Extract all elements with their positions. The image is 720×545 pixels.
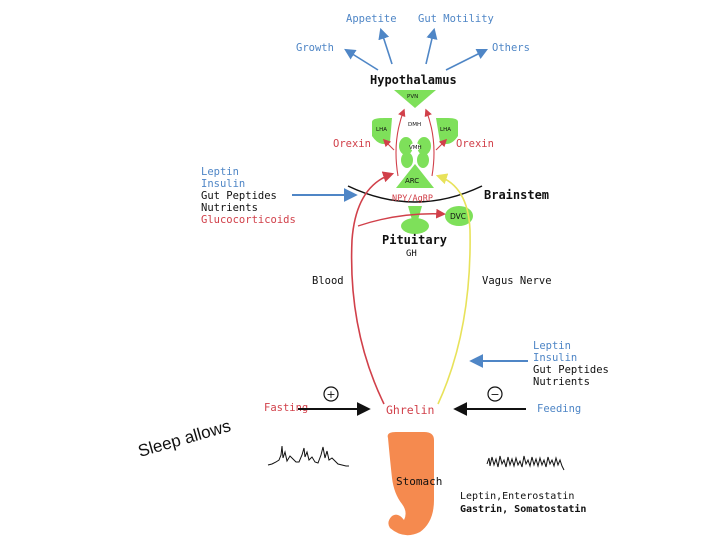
arc-label: ARC: [405, 177, 419, 185]
sleep-allows-text: Sleep allows: [136, 416, 233, 461]
right-signal-gut-peptides: Gut Peptides: [533, 364, 609, 376]
lha-left-nucleus: [372, 118, 392, 144]
vmh-left-lower: [401, 152, 413, 168]
brain-boundary-curve: [347, 185, 483, 203]
fasting-label: Fasting: [264, 402, 308, 414]
target-gut-motility: Gut Motility: [418, 13, 494, 25]
fasting-ghrelin-waveform: [267, 445, 349, 467]
signal-glucocorticoids: Glucocorticoids: [201, 214, 296, 226]
arrow-to-gut-motility: [425, 27, 438, 65]
arc-to-pvn-arrow-left: [395, 108, 406, 177]
stomach-peptide-line-2: Gastrin, Somatostatin: [460, 503, 586, 515]
pituitary-gland: [401, 218, 429, 234]
arrow-to-growth: [344, 48, 379, 71]
right-signal-leptin: Leptin: [533, 340, 571, 352]
blood-label: Blood: [312, 275, 344, 287]
pituitary-label: Pituitary: [382, 233, 447, 247]
vmh-right-lobe: [417, 137, 431, 155]
dmh-label: DMH: [408, 122, 421, 128]
vmh-left-lobe: [399, 137, 413, 155]
plus-sign-circle: [323, 386, 339, 402]
right-signal-insulin: Insulin: [533, 352, 577, 364]
pvn-label: PVN: [407, 94, 418, 100]
lha-right-nucleus: [436, 118, 458, 144]
pituitary-stalk: [408, 206, 422, 220]
signal-insulin: Insulin: [201, 178, 245, 190]
pvn-nucleus: [394, 90, 436, 108]
arc-nucleus: [396, 164, 434, 188]
arrow-to-others: [445, 48, 489, 71]
feeding-ghrelin-waveform: [486, 455, 565, 471]
signal-nutrients: Nutrients: [201, 202, 258, 214]
stomach-peptide-line-1: Leptin,Enterostatin: [460, 491, 574, 502]
orexin-left-label: Orexin: [333, 138, 371, 150]
brainstem-label: Brainstem: [484, 188, 549, 202]
npy-agrp-label: NPY/AgRP: [392, 194, 433, 204]
plus-sign: +: [326, 388, 335, 401]
arc-to-lha-arrow-right: [435, 138, 448, 151]
blood-route-to-dvc: [357, 208, 446, 227]
lha-left-label: LHA: [376, 127, 387, 133]
minus-sign-circle: [487, 386, 503, 402]
dvc-label: DVC: [450, 212, 466, 221]
vagus-route: [435, 173, 471, 405]
vmh-right-lower: [417, 152, 429, 168]
vmh-center: [410, 143, 420, 151]
arrow-to-appetite: [378, 27, 393, 65]
target-others: Others: [492, 42, 530, 54]
ghrelin-label: Ghrelin: [386, 403, 434, 417]
stomach-shape: [387, 432, 434, 536]
right-signal-nutrients: Nutrients: [533, 376, 590, 388]
orexin-right-label: Orexin: [456, 138, 494, 150]
lha-right-label: LHA: [440, 127, 451, 133]
signal-leptin: Leptin: [201, 166, 239, 178]
minus-sign: −: [490, 388, 499, 401]
arc-to-lha-arrow-left: [382, 138, 395, 151]
feeding-label: Feeding: [537, 403, 581, 415]
arc-to-pvn-arrow-right: [424, 108, 435, 177]
vagus-nerve-label: Vagus Nerve: [482, 275, 552, 287]
vmh-label: VMH: [409, 145, 422, 151]
stomach-label: Stomach: [396, 475, 442, 488]
signal-gut-peptides: Gut Peptides: [201, 190, 277, 202]
gh-label: GH: [406, 249, 417, 259]
hypothalamus-title: Hypothalamus: [370, 73, 457, 87]
target-growth: Growth: [296, 42, 334, 54]
target-appetite: Appetite: [346, 13, 397, 25]
blood-route-to-arc: [350, 171, 395, 405]
dvc-nucleus: [445, 206, 473, 226]
